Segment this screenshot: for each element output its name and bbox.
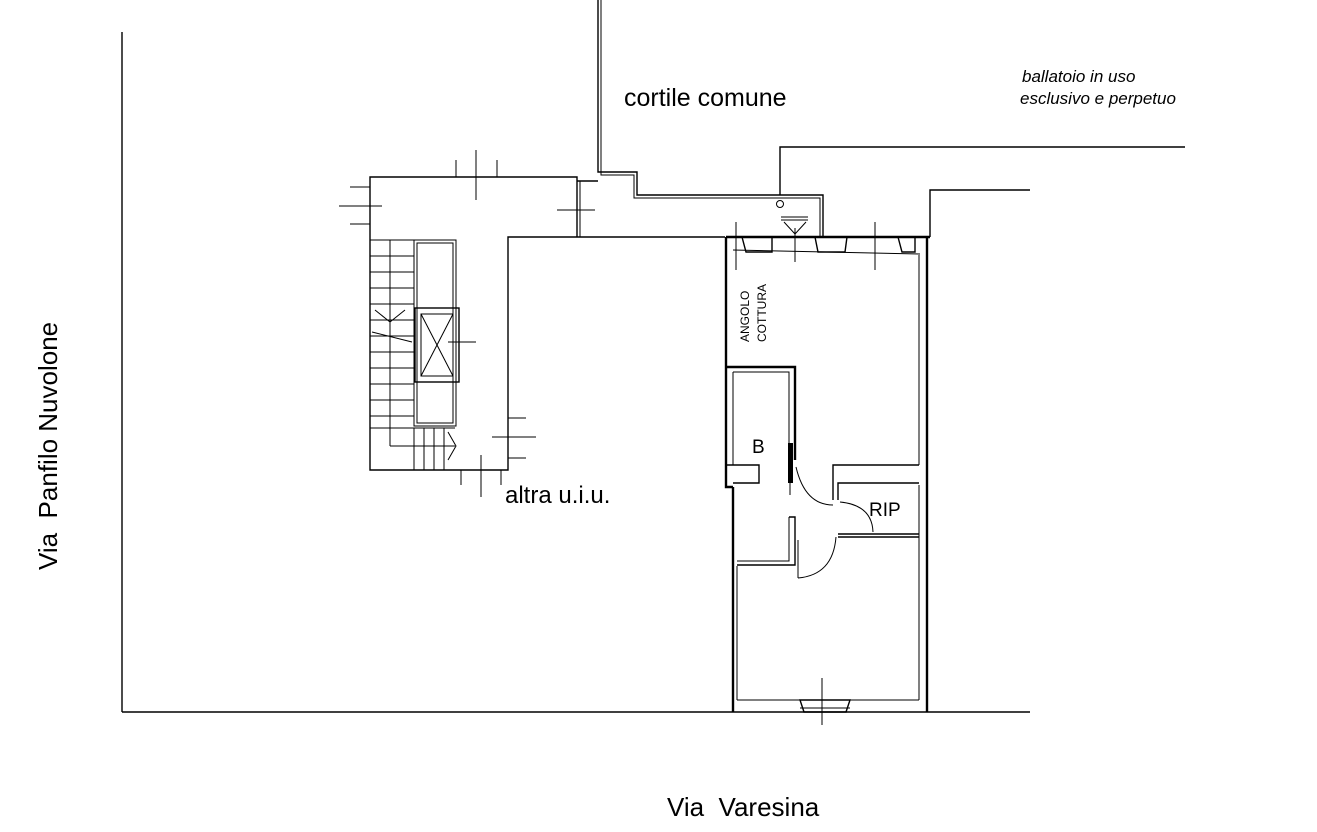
balcony-label-line2: esclusivo e perpetuo <box>1020 89 1176 108</box>
window <box>799 678 851 725</box>
bathroom-label: B <box>752 437 765 458</box>
window <box>735 222 916 270</box>
stair-block <box>339 150 725 497</box>
balcony-label-line1: ballatoio in uso <box>1022 67 1135 86</box>
dimension-ticks <box>339 150 595 497</box>
sink-icon <box>781 216 808 262</box>
kitchen-label-line1: ANGOLO <box>738 291 752 342</box>
courtyard-outline <box>577 0 1185 237</box>
storage-label: RIP <box>869 500 901 521</box>
street-left-label: Via Panfilo Nuvolone <box>33 322 63 570</box>
kitchen-label-line2: COTTURA <box>755 284 769 342</box>
drain-icon <box>776 200 784 208</box>
sliding-door <box>788 443 793 483</box>
apartment <box>724 216 930 725</box>
property-boundary <box>121 32 1030 713</box>
street-bottom-label: Via Varesina <box>667 792 820 822</box>
stairs <box>370 240 457 470</box>
courtyard-label: cortile comune <box>624 84 787 112</box>
elevator-icon <box>414 307 476 383</box>
other-unit-label: altra u.i.u. <box>505 482 610 509</box>
